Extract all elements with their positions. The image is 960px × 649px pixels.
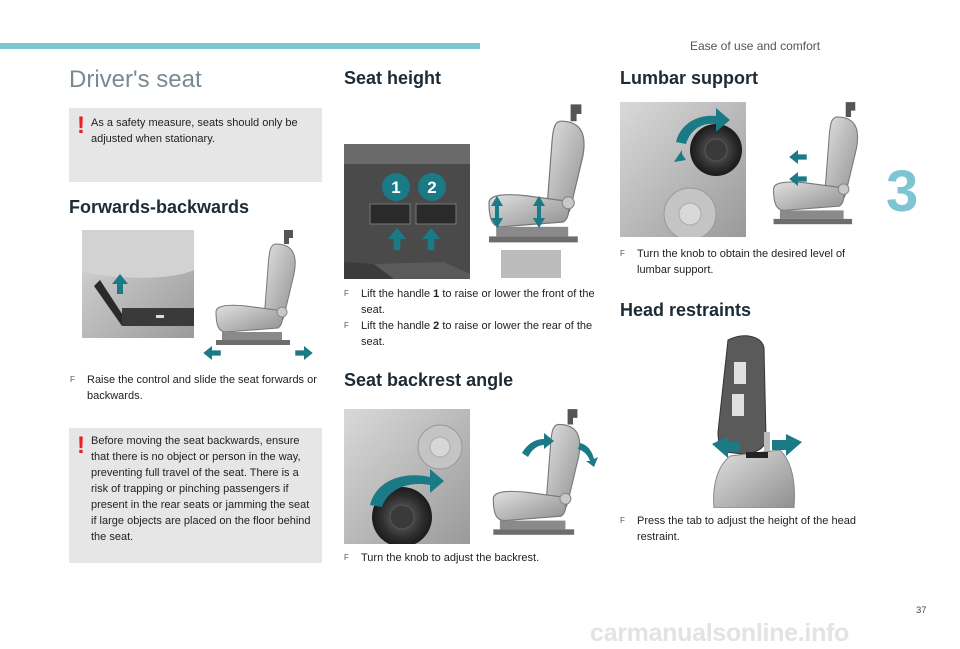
bullet-icon: F (620, 516, 625, 525)
instruction-handle-1: F Lift the handle 1 to raise or lower th… (344, 288, 595, 316)
seat-slide-control-photo (82, 230, 194, 338)
up-down-arrow-icon (533, 196, 545, 228)
press-tab-arrow-icon (772, 434, 802, 456)
bullet-icon: F (344, 289, 349, 298)
instruction-backrest: F Turn the knob to adjust the backrest. (344, 552, 540, 564)
height-handles-photo: 1 2 (344, 144, 470, 279)
heading-forwards-backwards: Forwards-backwards (69, 197, 250, 217)
page-title: Driver's seat (69, 66, 202, 93)
watermark: carmanualsonline.info (590, 619, 850, 647)
safety-warning-box: ! As a safety measure, seats should only… (69, 108, 322, 182)
arrow-backward-icon (789, 150, 807, 164)
instruction-lumbar: F Turn the knob to obtain the desired le… (620, 248, 846, 276)
heading-seat-backrest-angle: Seat backrest angle (344, 370, 514, 390)
rotate-right-arrow-icon (578, 443, 598, 467)
rotate-left-arrow-icon (522, 433, 554, 457)
backrest-knob-photo (344, 409, 470, 544)
safety-warning-text: As a safety measure, seats should only b… (91, 117, 298, 145)
instruction-head-restraint: F Press the tab to adjust the height of … (620, 515, 856, 543)
section-title: Ease of use and comfort (690, 39, 821, 53)
instruction-forwards-backwards: F Raise the control and slide the seat f… (70, 374, 317, 402)
rotate-arrow-icon (676, 108, 730, 144)
bullet-icon: F (344, 553, 349, 562)
rotate-arrow-icon (674, 150, 686, 162)
bullet-icon: F (70, 375, 75, 384)
bullet-icon: F (344, 321, 349, 330)
lumbar-knob-photo (620, 102, 746, 237)
page-number: 37 (916, 605, 927, 616)
svg-text:1: 1 (391, 178, 400, 197)
seat-side-illustration (198, 228, 316, 360)
lumbar-illustration (752, 100, 872, 238)
handle-2-badge: 2 (418, 173, 446, 201)
header-accent-bar (0, 43, 480, 49)
trapping-warning-text: Before moving the seat backwards, ensure… (91, 435, 311, 543)
heading-head-restraints: Head restraints (620, 300, 752, 320)
warning-icon: ! (77, 432, 85, 459)
svg-text:2: 2 (427, 178, 436, 197)
backrest-angle-illustration (480, 405, 602, 550)
warning-icon: ! (77, 112, 85, 139)
chapter-number: 3 (886, 159, 919, 224)
seat-height-illustration (475, 100, 599, 278)
trapping-warning-box: ! Before moving the seat backwards, ensu… (69, 428, 322, 563)
head-restraint-illustration (700, 332, 810, 508)
arrow-backward-icon (203, 346, 221, 360)
heading-seat-height: Seat height (344, 68, 442, 88)
bullet-icon: F (620, 249, 625, 258)
up-down-arrow-icon (491, 196, 503, 228)
rotate-arrow-icon (370, 469, 444, 507)
press-tab-arrow-icon (712, 436, 740, 458)
heading-lumbar-support: Lumbar support (620, 68, 758, 88)
instruction-handle-2: F Lift the handle 2 to raise or lower th… (344, 320, 593, 348)
arrow-forward-icon (295, 346, 313, 360)
handle-1-badge: 1 (382, 173, 410, 201)
